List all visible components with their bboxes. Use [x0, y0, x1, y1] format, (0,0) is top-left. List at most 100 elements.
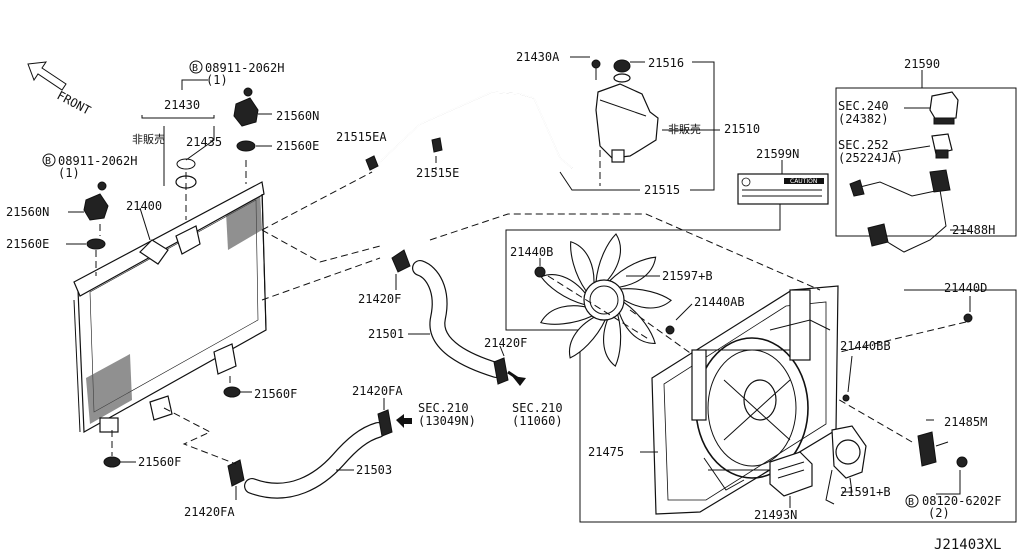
cooling-fan — [540, 233, 672, 367]
fan-bolt — [665, 325, 675, 335]
label-sec252-sub: (25224JA) — [838, 151, 903, 165]
label-21501: 21501 — [368, 327, 404, 341]
fan-blade — [570, 240, 595, 293]
fan-blade — [619, 288, 672, 309]
upper-hose — [412, 260, 504, 378]
bolt-21440bb — [842, 394, 850, 402]
bolt-mark-right: B — [908, 497, 914, 508]
label-21515ea: 21515EA — [336, 130, 387, 144]
grommet-upper — [236, 140, 256, 152]
label-21510: 21510 — [724, 122, 760, 136]
bolt-upper — [243, 87, 253, 97]
label-08911-top-qty: (1) — [206, 73, 228, 87]
fan-resistor — [769, 451, 813, 497]
label-sec210-b: SEC.210 — [512, 401, 563, 415]
label-21560f-b: 21560F — [138, 455, 181, 469]
label-21590: 21590 — [904, 57, 940, 71]
label-21400: 21400 — [126, 199, 162, 213]
caution-text: CAUTION — [790, 178, 817, 185]
bolt-21440d — [963, 313, 973, 323]
bolt-mark-top: B — [192, 63, 198, 74]
label-nonsale-a: 非販売 — [132, 133, 165, 146]
label-21435: 21435 — [186, 135, 222, 149]
radiator — [73, 181, 267, 434]
reservoir-cap — [613, 59, 631, 73]
arrow-sec210-a-icon — [396, 414, 412, 428]
label-08911-left: 08911-2062H — [58, 154, 137, 168]
label-08911-top: 08911-2062H — [205, 61, 284, 75]
label-21475: 21475 — [588, 445, 624, 459]
hose-clamp-c — [377, 409, 393, 437]
grommet-left — [86, 238, 106, 250]
label-sec210-a-sub: (13049N) — [418, 414, 476, 428]
label-21488h: 21488H — [952, 223, 995, 237]
grommet-lower-b — [103, 456, 121, 468]
label-21560n-top: 21560N — [276, 109, 319, 123]
fan-blade — [608, 256, 657, 289]
fan-blade — [540, 305, 594, 325]
label-sec210-b-sub: (11060) — [512, 414, 563, 428]
reservoir-tank — [591, 59, 659, 163]
caution-label: CAUTION — [737, 173, 829, 205]
reservoir-bolt — [591, 59, 601, 69]
wire-harness — [849, 169, 951, 253]
mount-bushing-upper — [233, 97, 259, 127]
relay-connector — [931, 133, 953, 159]
diagram-code: J21403XL — [934, 537, 1001, 553]
front-label: FRONT — [55, 88, 93, 117]
hose-clamp-d — [227, 459, 245, 487]
label-21485m: 21485M — [944, 415, 987, 429]
label-21440d: 21440D — [944, 281, 987, 295]
label-sec240: SEC.240 — [838, 99, 889, 113]
label-21515e: 21515E — [416, 166, 459, 180]
label-21516: 21516 — [648, 56, 684, 70]
fan-blade — [595, 233, 621, 285]
fan-motor — [825, 425, 867, 505]
mount-bushing-left — [83, 193, 109, 221]
label-21560e-left: 21560E — [6, 237, 49, 251]
label-21515: 21515 — [644, 183, 680, 197]
fan-blade — [568, 314, 607, 359]
label-21560e-top: 21560E — [276, 139, 319, 153]
label-21591b: 21591+B — [840, 485, 891, 499]
label-sec210-a: SEC.210 — [418, 401, 469, 415]
bracket-bolt — [956, 456, 968, 468]
hose-clip-a — [365, 155, 379, 171]
relay — [929, 91, 959, 125]
arrow-sec210-b-icon — [512, 376, 526, 386]
label-21597b: 21597+B — [662, 269, 713, 283]
label-21440b: 21440B — [510, 245, 553, 259]
label-21430: 21430 — [164, 98, 200, 112]
fan-shroud — [651, 285, 839, 515]
label-21560n-left: 21560N — [6, 205, 49, 219]
label-21420f-b: 21420F — [484, 336, 527, 350]
label-08911-left-qty: (1) — [58, 166, 80, 180]
hose-clip-b — [431, 137, 443, 153]
label-08120: 08120-6202F — [922, 494, 1001, 508]
bolt-left — [97, 181, 107, 191]
label-21430a: 21430A — [516, 50, 560, 64]
grommet-lower-a — [223, 386, 241, 398]
label-21440bb: 21440BB — [840, 339, 891, 353]
label-sec252: SEC.252 — [838, 138, 889, 152]
hose-clamp-a — [391, 249, 411, 273]
label-21503: 21503 — [356, 463, 392, 477]
bolt-mark-left: B — [45, 156, 51, 167]
lower-hose — [244, 422, 386, 499]
label-nonsale-b: 非販売 — [668, 123, 701, 136]
front-arrow-icon — [27, 61, 67, 91]
radiator-cap — [176, 158, 196, 170]
fan-blade — [603, 313, 622, 367]
label-21420fa-a: 21420FA — [352, 384, 403, 398]
label-21420f-a: 21420F — [358, 292, 401, 306]
label-08120-qty: (2) — [928, 506, 950, 520]
fan-nut — [534, 266, 546, 278]
bracket — [917, 431, 949, 467]
label-21560f-a: 21560F — [254, 387, 297, 401]
label-sec240-sub: (24382) — [838, 112, 889, 126]
label-21440ab: 21440AB — [694, 295, 745, 309]
label-21599n: 21599N — [756, 147, 799, 161]
hose-clamp-b — [493, 357, 509, 385]
